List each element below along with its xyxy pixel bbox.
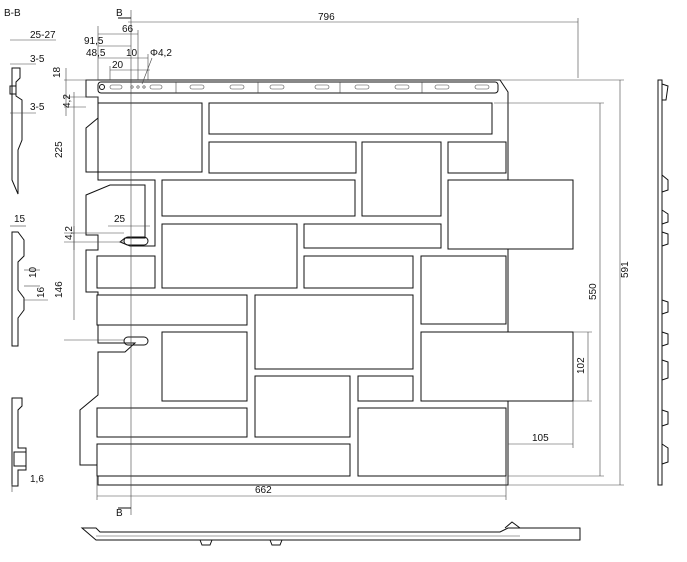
dim-15: 15: [14, 214, 26, 225]
dim-105: 105: [532, 433, 549, 444]
dim-hole-diameter: Φ4,2: [150, 48, 172, 59]
dim-overall-width: 796: [318, 12, 335, 23]
bottom-profile: [80, 521, 581, 546]
section-details: [9, 39, 56, 492]
dim-10-top: 10: [126, 48, 138, 59]
dim-20: 20: [112, 60, 124, 71]
dim-10-section: 10: [28, 266, 39, 278]
nailing-strip: [97, 81, 499, 94]
dim-66: 66: [122, 24, 134, 35]
dim-3-5-a: 3-5: [30, 54, 45, 65]
dim-16: 16: [36, 286, 47, 298]
dim-25-27: 25-27: [30, 30, 56, 41]
dim-91-5: 91,5: [84, 36, 104, 47]
dim-4-2-top: 4,2: [62, 94, 73, 108]
dim-inner-height: 550: [588, 283, 599, 300]
panel-outline: [79, 79, 509, 486]
mounting-slots: [123, 236, 149, 346]
side-profile: [657, 79, 669, 486]
dim-102: 102: [576, 357, 587, 374]
dim-3-5-b: 3-5: [30, 102, 45, 113]
section-label: B-B: [4, 8, 21, 19]
section-marker-top: B: [116, 8, 123, 19]
dim-225: 225: [54, 141, 65, 158]
stone-blocks: [96, 102, 574, 477]
dimension-lines: [64, 10, 624, 515]
dim-48-5: 48,5: [86, 48, 106, 59]
section-marker-bottom: B: [116, 508, 123, 519]
dim-bottom-width: 662: [255, 485, 272, 496]
dim-18: 18: [52, 66, 63, 78]
dim-4-2-mid: 4,2: [64, 226, 75, 240]
dim-overall-height: 591: [620, 261, 631, 278]
dim-25: 25: [114, 214, 126, 225]
dim-1-6: 1,6: [30, 474, 44, 485]
dim-146: 146: [54, 281, 65, 298]
